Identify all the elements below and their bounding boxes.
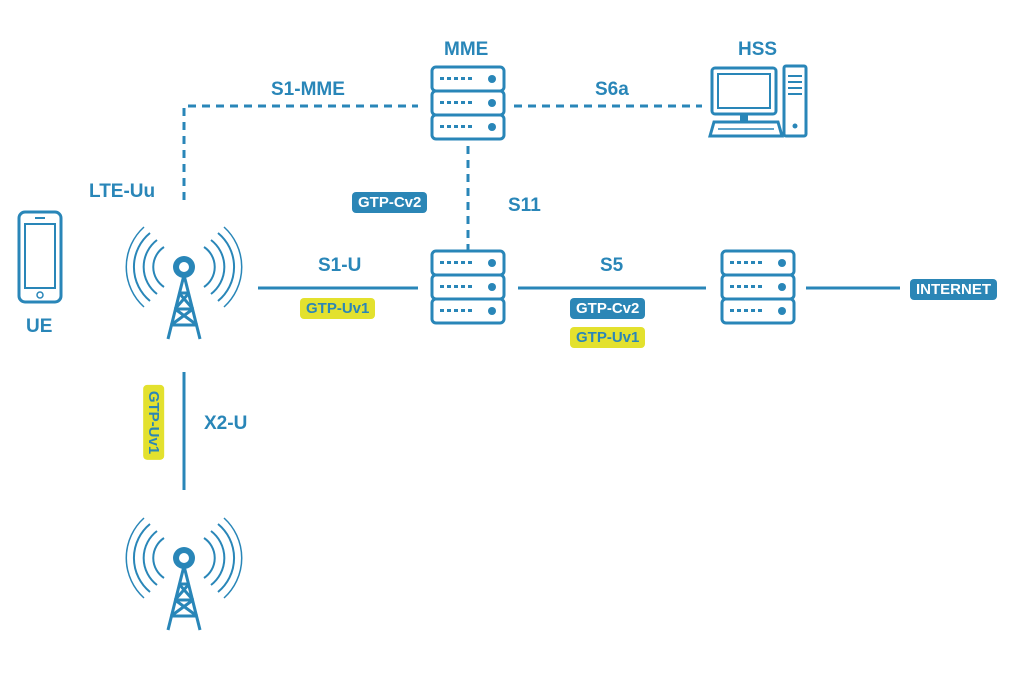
gtp-uv1-x2-badge: GTP-Uv1 (143, 384, 165, 461)
s1-u-label: S1-U (318, 255, 362, 276)
desktop-computer-icon (708, 64, 808, 138)
s6a-label: S6a (595, 79, 629, 100)
x2-u-label: X2-U (204, 413, 248, 434)
hss-label: HSS (738, 39, 778, 60)
mme-server-icon (430, 65, 506, 141)
control-plane-links (182, 104, 702, 250)
pgw-server-icon (720, 249, 796, 325)
enodeb-2-tower-icon (124, 516, 244, 632)
sgw-server-icon (430, 249, 506, 325)
smartphone-icon (17, 210, 63, 304)
s5-label: S5 (600, 255, 624, 276)
gtp-cv2-s5-badge: GTP-Cv2 (570, 298, 646, 319)
s1-mme-link (182, 104, 418, 200)
mme-label: MME (444, 39, 489, 60)
lte-uu-label: LTE-Uu (89, 181, 156, 202)
ue-label: UE (26, 316, 53, 337)
gtp-cv2-s11-badge: GTP-Cv2 (352, 192, 428, 213)
gtp-uv1-s1u-badge: GTP-Uv1 (300, 298, 376, 319)
user-plane-links (182, 286, 900, 490)
s1-mme-label: S1-MME (271, 79, 345, 100)
internet-badge: INTERNET (910, 279, 997, 300)
enodeb-1-tower-icon (124, 225, 244, 341)
s11-label: S11 (508, 195, 541, 216)
gtp-uv1-s5-badge: GTP-Uv1 (570, 327, 646, 348)
